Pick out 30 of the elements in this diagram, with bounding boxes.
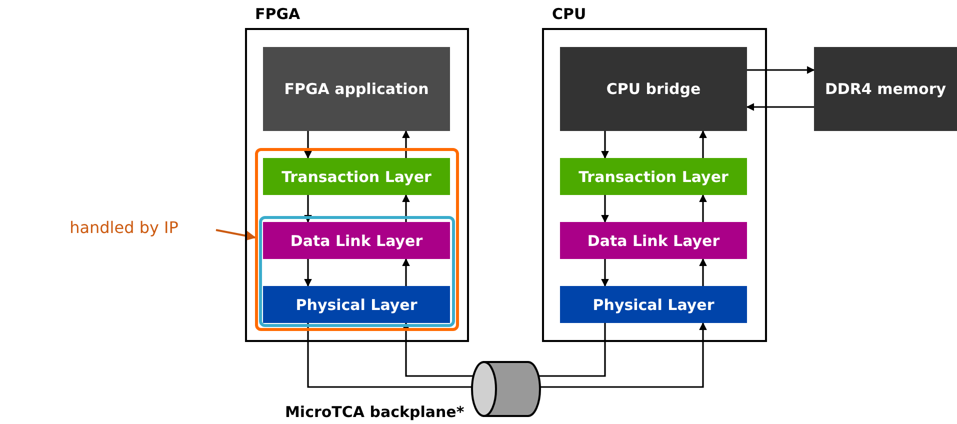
backplane-label: MicroTCA backplane* xyxy=(285,403,464,421)
arrow xyxy=(402,258,410,286)
layer-box: Data Link Layer xyxy=(263,222,450,259)
layer-box: DDR4 memory xyxy=(814,47,957,131)
group-outline xyxy=(259,216,455,327)
layer-box: FPGA application xyxy=(263,47,450,131)
arrow xyxy=(402,130,410,158)
arrow xyxy=(601,259,609,287)
arrow xyxy=(747,66,815,74)
arrow xyxy=(601,195,609,223)
arrow xyxy=(699,130,707,158)
arrow xyxy=(699,258,707,286)
arrow xyxy=(304,131,312,159)
layer-box: CPU bridge xyxy=(560,47,747,131)
layer-box: Transaction Layer xyxy=(560,158,747,195)
callout-arrow xyxy=(216,229,256,241)
layer-box: Data Link Layer xyxy=(560,222,747,259)
callout-text: handled by IP xyxy=(4,196,244,260)
layer-box: Physical Layer xyxy=(263,286,450,323)
device-title: CPU xyxy=(552,5,586,23)
arrow xyxy=(699,194,707,222)
layer-box: Transaction Layer xyxy=(263,158,450,195)
device-title: FPGA xyxy=(255,5,300,23)
layer-box: Physical Layer xyxy=(560,286,747,323)
arrow xyxy=(402,194,410,222)
arrow xyxy=(601,131,609,159)
group-outline xyxy=(255,148,459,331)
arrow xyxy=(304,259,312,287)
arrow xyxy=(746,103,814,111)
arrow xyxy=(304,195,312,223)
